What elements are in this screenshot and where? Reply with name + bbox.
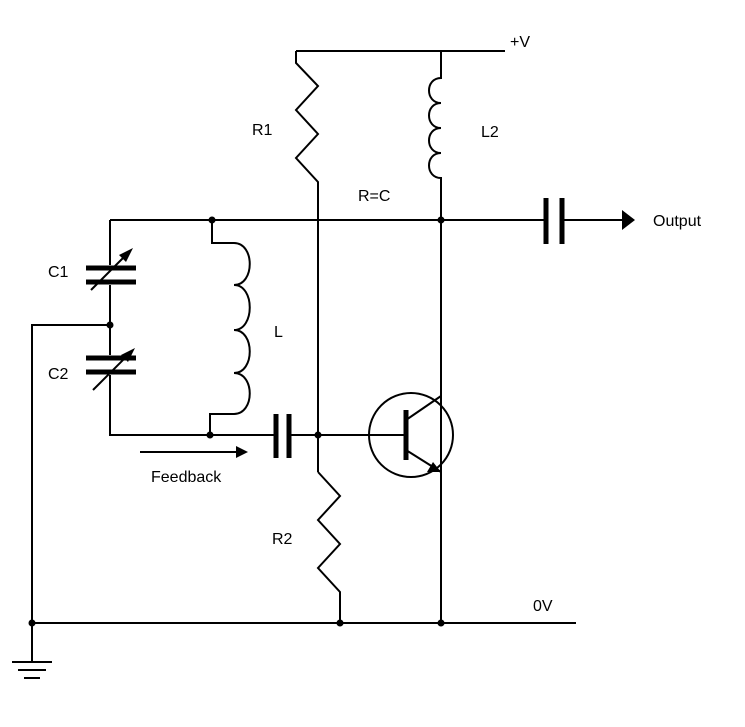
- r1-label: R1: [252, 122, 273, 139]
- ground-return-wire: [31, 324, 110, 623]
- emitter-arrow: [427, 462, 441, 472]
- c2-label: C2: [48, 366, 69, 383]
- c1-label: C1: [48, 264, 69, 281]
- transistor-body: [368, 392, 454, 478]
- output-capacitor: [543, 198, 565, 244]
- rc-label: R=C: [358, 188, 390, 205]
- output-label: Output: [653, 213, 702, 230]
- r2-label: R2: [272, 531, 293, 548]
- junction-dots: [28, 216, 445, 627]
- l-label: L: [274, 324, 283, 341]
- transistor-collector: [405, 395, 442, 421]
- supply-label: +V: [510, 34, 530, 51]
- output-arrow: [622, 210, 635, 230]
- feedback-arrowhead: [236, 446, 248, 458]
- c1-capacitor: [86, 265, 136, 285]
- ground-symbol: [12, 623, 52, 679]
- r1-resistor: [294, 51, 320, 190]
- l-inductor: [209, 220, 251, 435]
- r2-resistor: [316, 471, 342, 623]
- l2-label: L2: [481, 124, 499, 141]
- l2-inductor: [428, 51, 442, 472]
- ground-rail-label: 0V: [533, 598, 553, 615]
- feedback-label: Feedback: [151, 469, 222, 486]
- feedback-capacitor: [273, 414, 292, 458]
